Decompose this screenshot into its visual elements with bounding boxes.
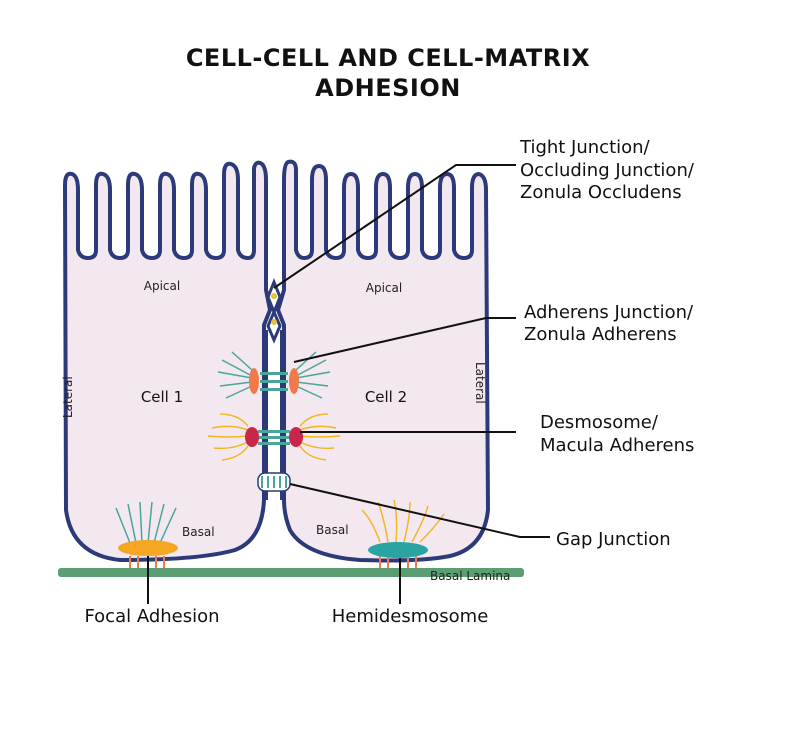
adherens-junction-leader [293,317,516,363]
hemidesmosome [361,499,445,568]
cell-1-membrane [63,160,272,562]
basal-lamina-label: Basal Lamina [430,569,510,583]
desmosome-label-line2: Macula Adherens [540,435,694,456]
tight-junction-label-line3: Zonula Occludens [520,182,682,203]
gap-junction-leader [289,483,550,538]
focal-adhesion [115,501,178,568]
tight-junction [266,277,282,344]
diagram-title-line2: ADHESION [315,74,461,102]
cell-1-basal-label: Basal [182,525,215,539]
gap-junction-label: Gap Junction [556,529,671,550]
basal-lamina [58,568,524,577]
tight-junction-label-line1: Tight Junction/ [519,137,651,158]
adherens-junction-label-line2: Zonula Adherens [524,324,677,345]
desmosome [207,413,341,461]
focal-adhesion-label: Focal Adhesion [84,606,219,627]
adherens-junction [217,351,331,399]
cell-2-apical-label: Apical [366,281,402,295]
cell-1-lateral-label: Lateral [61,376,75,418]
tight-junction-label-line2: Occluding Junction/ [520,160,695,181]
cell-2-basal-label: Basal [316,523,349,537]
cell-2-lateral-label: Lateral [473,362,487,404]
diagram-title-line1: CELL-CELL AND CELL-MATRIX [185,44,591,72]
cell-2-label: Cell 2 [365,388,407,406]
tight-junction-leader [273,164,516,289]
cell-1-apical-label: Apical [144,279,180,293]
cell-1-label: Cell 1 [141,388,183,406]
gap-junction [257,472,291,492]
cell-2-membrane [276,159,490,563]
adherens-junction-label-line1: Adherens Junction/ [524,302,694,323]
hemidesmosome-label: Hemidesmosome [332,606,489,627]
desmosome-label-line1: Desmosome/ [540,412,659,433]
